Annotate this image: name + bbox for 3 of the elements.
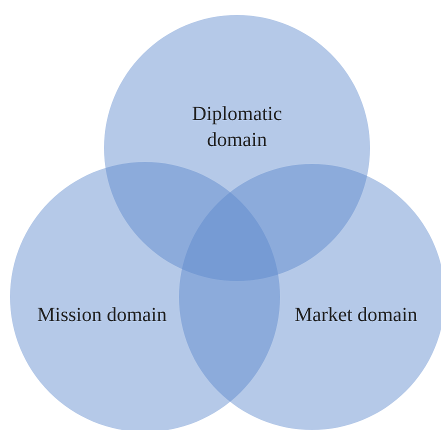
domain-label: Market domain — [294, 303, 418, 328]
domain-label: Mission domain — [37, 303, 167, 328]
domain-label: Diplomatic domain — [191, 102, 283, 153]
